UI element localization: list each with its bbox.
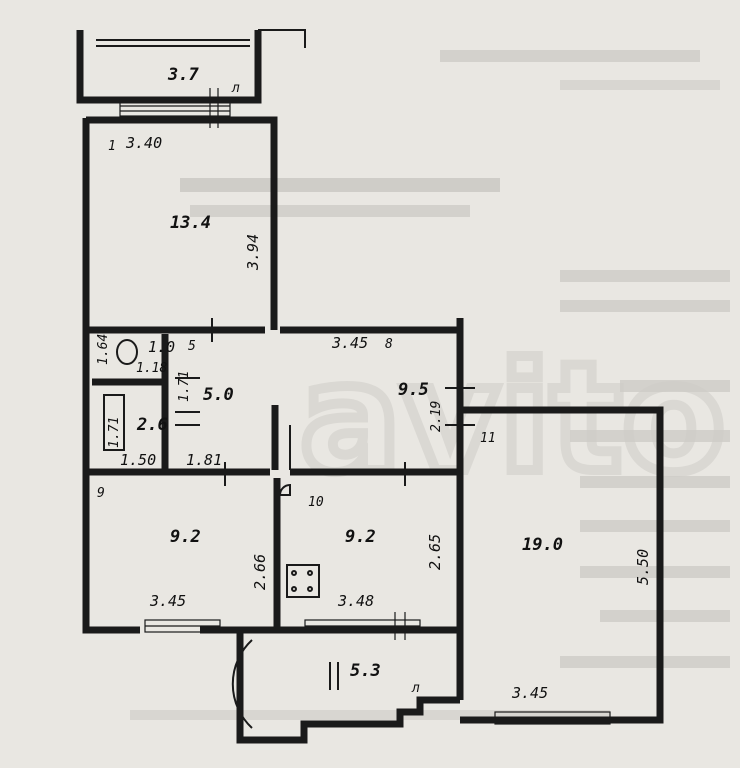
balcony-bottom-area: 5.3 xyxy=(350,661,381,681)
corridor-num: 8 xyxy=(385,337,393,352)
room-1-num: 1 xyxy=(108,139,116,154)
dim-room10-height: 2.65 xyxy=(426,534,444,570)
stove-icon xyxy=(286,564,320,598)
dim-room9-width: 3.45 xyxy=(149,592,186,610)
dim-room11-width: 3.45 xyxy=(511,684,548,702)
dim-wc-height: 1.64 xyxy=(96,334,111,365)
room-10-num: 10 xyxy=(308,495,324,510)
room-9-area: 9.2 xyxy=(170,527,201,547)
balcony-top-mark: л xyxy=(231,81,240,96)
room-11-num: 11 xyxy=(480,431,496,446)
walls xyxy=(76,29,664,744)
dim-room1-height: 3.94 xyxy=(244,234,262,271)
door-ticks xyxy=(175,318,475,690)
dim-bath-width: 1.50 xyxy=(120,451,156,469)
windows xyxy=(119,88,611,725)
dim-corridor-height: 2.19 xyxy=(429,401,444,432)
room-10-area: 9.2 xyxy=(345,527,376,547)
dim-wc-width: 1.18 xyxy=(136,361,167,376)
bath-area: 2.6 xyxy=(136,415,168,435)
balcony-top-area: 3.7 xyxy=(167,65,199,85)
dim-room11-height: 5.50 xyxy=(634,549,652,585)
dim-hall-height: 1.71 xyxy=(177,371,192,402)
dim-room9-height: 2.66 xyxy=(251,554,269,590)
balcony-bottom-mark: л xyxy=(411,681,420,696)
dim-hall-width: 1.81 xyxy=(186,451,222,469)
dim-room10-width: 3.48 xyxy=(337,592,374,610)
room-9-num: 9 xyxy=(97,486,105,501)
room-11-area: 19.0 xyxy=(522,535,563,555)
dim-room1-width: 3.40 xyxy=(125,134,162,152)
toilet-icon xyxy=(116,339,138,365)
hall-area: 5.0 xyxy=(203,385,234,405)
dim-corridor-width: 3.45 xyxy=(331,334,368,352)
background-scan-noise xyxy=(130,50,730,720)
corridor-area: 9.5 xyxy=(398,380,429,400)
room-1-area: 13.4 xyxy=(170,213,211,233)
bathtub-icon xyxy=(103,394,125,451)
dim-bath-height: 1.71 xyxy=(107,417,122,448)
wc-area: 1.0 xyxy=(148,338,175,356)
hall-num: 5 xyxy=(188,339,196,354)
fixtures xyxy=(103,339,320,598)
